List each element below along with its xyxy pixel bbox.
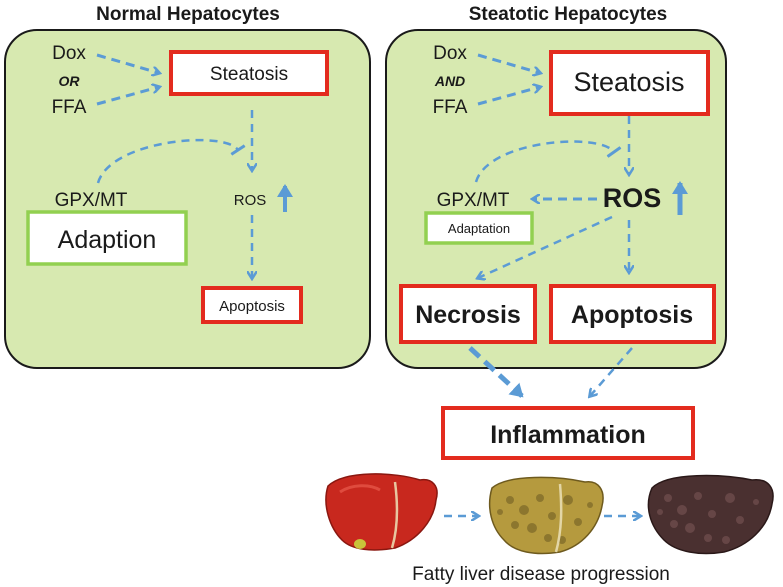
right-panel: Dox AND FFA Steatosis GPX/MT ROS Adaptat… [385, 29, 727, 369]
left-steatosis-box [169, 50, 329, 96]
right-ros-to-necrosis-arrow [478, 215, 613, 278]
left-gpx-label: GPX/MT [55, 190, 128, 211]
left-dox-arrow [96, 53, 159, 73]
left-inhibition-arrow [96, 138, 246, 184]
right-apoptosis-box [549, 284, 716, 344]
right-adaptation-box [424, 211, 534, 245]
left-panel-background [4, 29, 371, 369]
necrosis-to-inflammation-arrow [468, 346, 524, 398]
left-panel: Dox OR FFA Steatosis GPX/MT ROS Adaption… [4, 29, 371, 369]
right-apoptosis-label: Apoptosis [571, 301, 693, 329]
progression-caption: Fatty liver disease progression [412, 564, 670, 585]
left-panel-title: Normal Hepatocytes [96, 4, 280, 25]
left-dox-label: Dox [52, 43, 86, 64]
right-adaptation-label: Adaptation [448, 221, 510, 236]
right-gpx-label: GPX/MT [437, 190, 510, 211]
left-apoptosis-box [201, 286, 303, 324]
healthy-liver-icon [325, 473, 438, 551]
right-necrosis-box [399, 284, 537, 344]
inflammation-label: Inflammation [490, 421, 646, 449]
right-dox-label: Dox [433, 43, 467, 64]
right-dox-arrow [477, 53, 540, 73]
left-or-label: OR [59, 73, 81, 89]
fatty-liver-icon [488, 476, 604, 555]
left-ros-label: ROS [234, 192, 267, 209]
right-steatosis-box [549, 50, 710, 116]
apoptosis-to-inflammation-arrow [590, 347, 633, 396]
inflammation-box [441, 406, 695, 460]
right-necrosis-label: Necrosis [415, 301, 521, 329]
right-steatosis-label: Steatosis [573, 67, 684, 97]
left-ffa-label: FFA [52, 97, 87, 118]
left-apoptosis-label: Apoptosis [219, 298, 285, 315]
left-adaption-box [26, 210, 188, 266]
left-adaption-label: Adaption [58, 226, 157, 254]
left-ffa-arrow [96, 87, 159, 106]
right-panel-title: Steatotic Hepatocytes [469, 4, 668, 25]
right-inhibition-arrow [474, 140, 622, 183]
right-ffa-arrow [477, 87, 540, 106]
right-and-label: AND [434, 73, 465, 89]
left-steatosis-label: Steatosis [210, 64, 288, 85]
cirrhotic-liver-icon [647, 474, 774, 555]
right-ros-label: ROS [603, 183, 662, 213]
right-ffa-label: FFA [433, 97, 468, 118]
